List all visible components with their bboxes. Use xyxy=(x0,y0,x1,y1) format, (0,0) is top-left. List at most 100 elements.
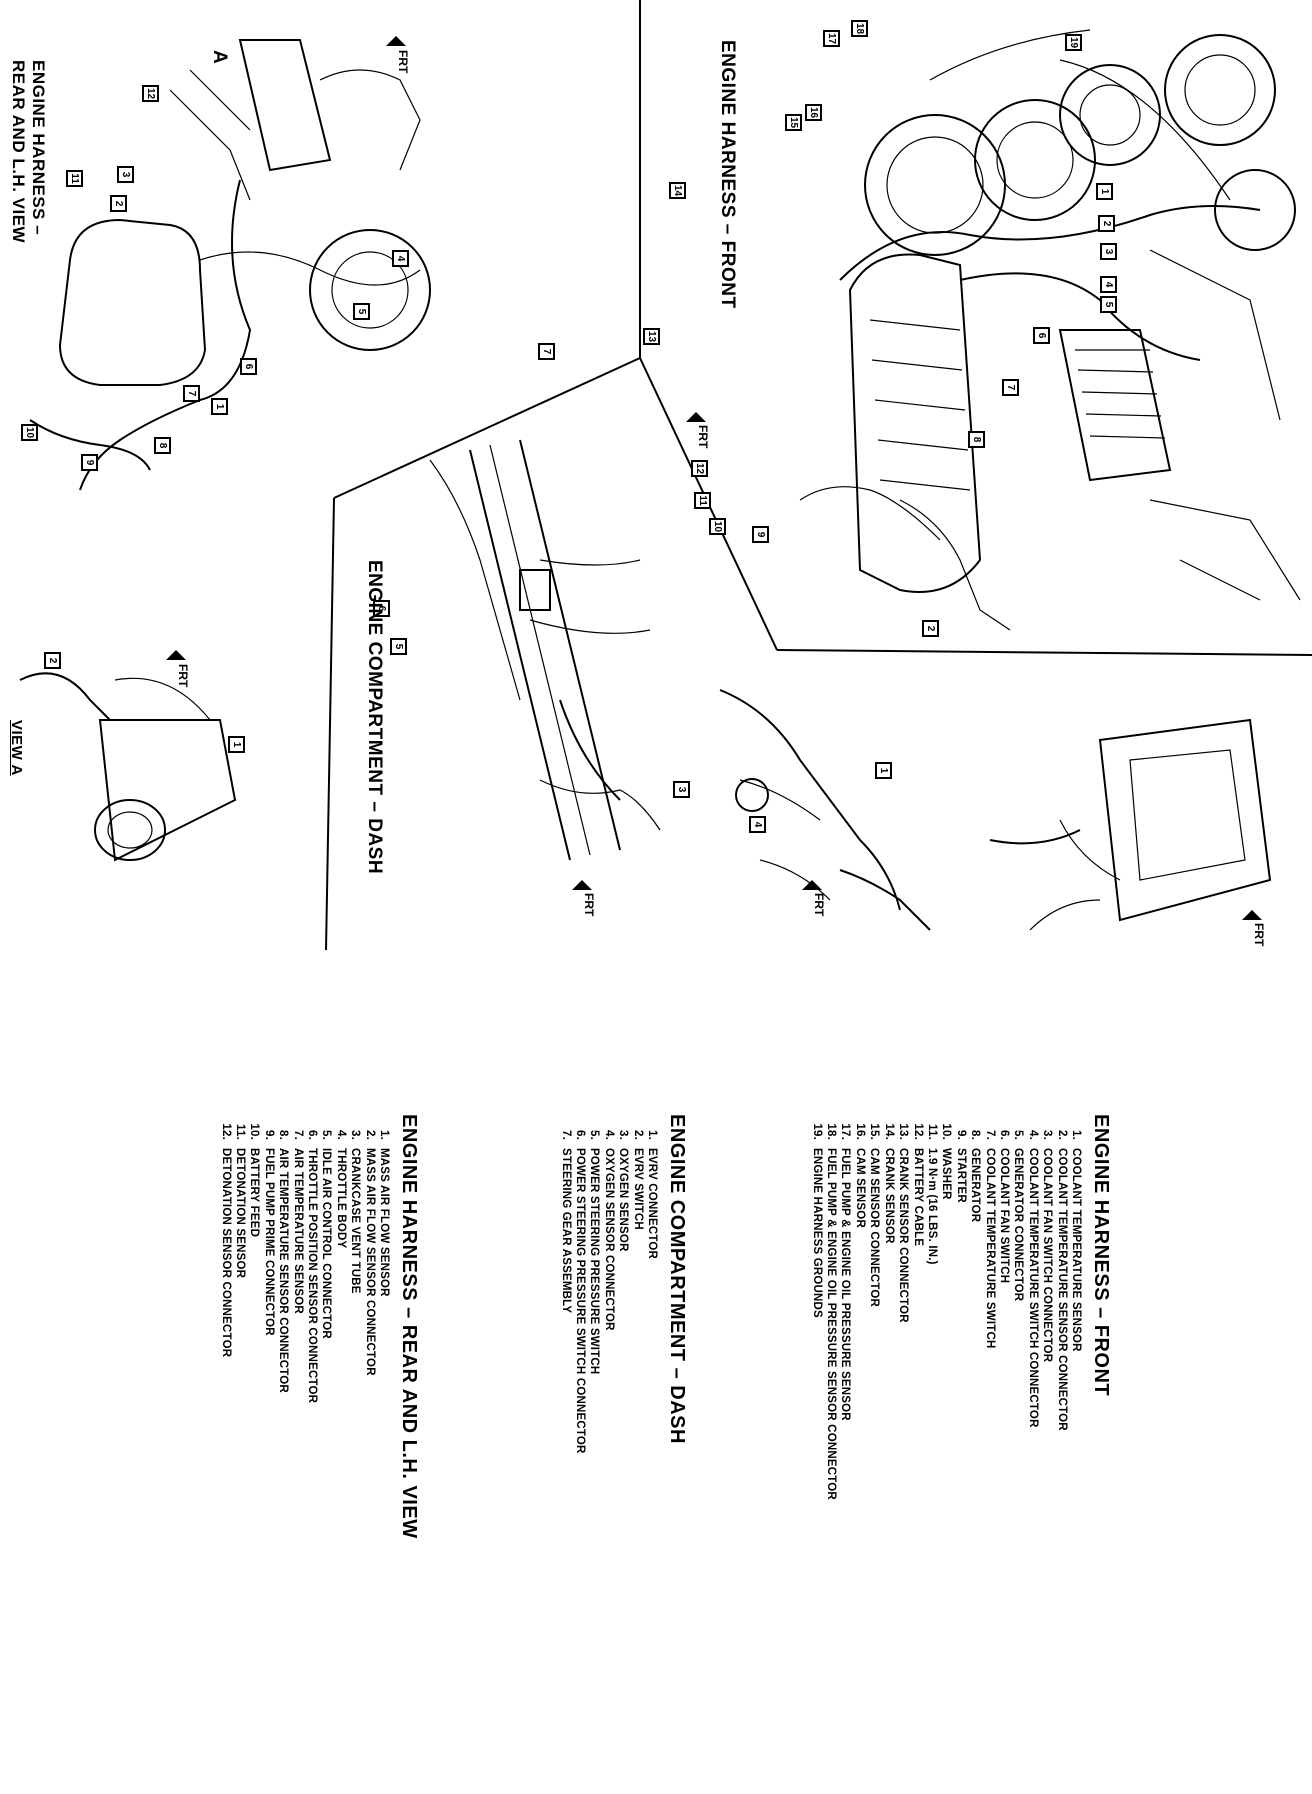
rear-engine-drawing xyxy=(29,39,431,491)
legend-item-text: FUEL PUMP & ENGINE OIL PRESSURE SENSOR xyxy=(839,1148,852,1421)
legend-item-text: COOLANT TEMPERATURE SENSOR xyxy=(1070,1148,1082,1352)
legend-item: 5. GENERATOR CONNECTOR xyxy=(1011,1114,1025,1500)
panel-divider xyxy=(333,357,641,499)
legend-item-number: 8. xyxy=(277,1130,290,1140)
callout-box-front: 3 xyxy=(1100,243,1117,260)
legend-item-text: FUEL PUMP PRIME CONNECTOR xyxy=(262,1148,275,1336)
legend-item-text: BATTERY FEED xyxy=(248,1148,261,1238)
legend-item-text: AIR TEMPERATURE SENSOR CONNECTOR xyxy=(277,1148,290,1393)
legend-item: 4.COOLANT TEMPERATURE SWITCH CONNECTOR xyxy=(1025,1114,1039,1500)
legend-item: 8.GENERATOR xyxy=(968,1114,982,1500)
legend-item: 2.MASS AIR FLOW SENSOR CONNECTOR xyxy=(362,1114,376,1539)
callout-box-front: 9 xyxy=(752,526,769,543)
legend-item-text: CAM SENSOR xyxy=(853,1148,866,1228)
legend-item-text: GENERATOR CONNECTOR xyxy=(1012,1148,1025,1302)
callout-box-view_a: 1 xyxy=(228,736,245,753)
legend-item: 19. ENGINE HARNESS GROUNDS xyxy=(809,1114,823,1500)
dash-drawing xyxy=(429,439,661,861)
legend-item: 6.THROTTLE POSITION SENSOR CONNECTOR xyxy=(305,1114,319,1539)
callout-box-front: 17 xyxy=(823,30,840,47)
legend-item: 17. FUEL PUMP & ENGINE OIL PRESSURE SENSO… xyxy=(838,1114,852,1500)
legend-item-text: WASHER xyxy=(940,1148,953,1200)
rear-diagram-title: ENGINE HARNESS – REAR AND L.H. VIEW xyxy=(8,60,48,243)
callout-box-front: 16 xyxy=(805,104,822,121)
view-a-marker: A xyxy=(209,50,230,65)
legend-item-number: 16. xyxy=(853,1123,866,1140)
front-diagram-title: ENGINE HARNESS – FRONT xyxy=(717,40,738,309)
frt-label: FRT xyxy=(1252,923,1266,947)
legend-item: 3.COOLANT FAN SWITCH CONNECTOR xyxy=(1040,1114,1054,1500)
callout-box-front: 18 xyxy=(851,20,868,37)
legend-rear: ENGINE HARNESS – REAR AND L.H. VIEW 1.MA… xyxy=(218,1114,420,1539)
legend-item-text: 1.9 N·m (16 LBS. IN.) xyxy=(925,1148,938,1265)
legend-item-text: CRANK SENSOR CONNECTOR xyxy=(897,1148,910,1323)
legend-item-text: STARTER xyxy=(954,1148,967,1203)
callout-box-detail_top: 2 xyxy=(922,620,939,637)
callout-box-front: 2 xyxy=(1098,215,1115,232)
legend-item-number: 17. xyxy=(839,1123,852,1140)
legend-item: 8. AIR TEMPERATURE SENSOR CONNECTOR xyxy=(276,1114,290,1539)
legend-item-text: BATTERY CABLE xyxy=(911,1148,924,1247)
legend-item: 1.EVRV CONNECTOR xyxy=(645,1114,659,1454)
legend-item-number: 3. xyxy=(349,1130,362,1140)
legend-title: ENGINE COMPARTMENT – DASH xyxy=(666,1114,688,1444)
legend-item-number: 19. xyxy=(810,1123,823,1140)
callout-box-front: 10 xyxy=(709,518,726,535)
legend-item-text: FUEL PUMP & ENGINE OIL PRESSURE SENSOR C… xyxy=(825,1148,838,1500)
frt-label: FRT xyxy=(696,425,710,449)
callout-box-rear: 6 xyxy=(240,358,257,375)
legend-item: 18.FUEL PUMP & ENGINE OIL PRESSURE SENSO… xyxy=(824,1114,838,1500)
legend-item: 3. CRANKCASE VENT TUBE xyxy=(348,1114,362,1539)
legend-item-text: THROTTLE POSITION SENSOR CONNECTOR xyxy=(305,1148,318,1404)
legend-item-text: COOLANT TEMPERATURE SWITCH xyxy=(983,1148,996,1349)
legend-front: ENGINE HARNESS – FRONT 1.COOLANT TEMPERA… xyxy=(809,1114,1112,1500)
callout-box-dash: 5 xyxy=(390,638,407,655)
legend-item-number: 10. xyxy=(248,1123,261,1140)
legend-item: 11.DETONATION SENSOR xyxy=(233,1114,247,1539)
legend-item-text: AIR TEMPERATURE SENSOR xyxy=(291,1148,304,1314)
legend-item-number: 5. xyxy=(1012,1130,1025,1140)
legend-item: 3.OXYGEN SENSOR xyxy=(616,1114,630,1454)
legend-item: 4.THROTTLE BODY xyxy=(333,1114,347,1539)
callout-box-rear: 11 xyxy=(66,170,83,187)
callout-box-front: 7 xyxy=(1002,379,1019,396)
legend-item-number: 14. xyxy=(882,1123,895,1140)
legend-item-text: EVRV CONNECTOR xyxy=(646,1148,658,1260)
legend-item: 5.IDLE AIR CONTROL CONNECTOR xyxy=(319,1114,333,1539)
legend-item-text: CRANKCASE VENT TUBE xyxy=(349,1148,362,1294)
legend-item-number: 12. xyxy=(219,1123,232,1140)
legend-item-number: 2. xyxy=(363,1130,376,1140)
legend-item-text: POWER STEERING PRESSURE SWITCH xyxy=(588,1148,601,1375)
frt-label: FRT xyxy=(176,664,190,688)
legend-item-number: 4. xyxy=(1026,1130,1039,1140)
callout-box-view_a: 2 xyxy=(44,652,61,669)
legend-item: 6.COOLANT FAN SWITCH xyxy=(997,1114,1011,1500)
legend-item: 10.WASHER xyxy=(939,1114,953,1500)
legend-item-text: DETONATION SENSOR xyxy=(233,1148,246,1279)
legend-item: 4.OXYGEN SENSOR CONNECTOR xyxy=(601,1114,615,1454)
legend-item: 1.MASS AIR FLOW SENSOR xyxy=(377,1114,391,1539)
legend-item-number: 3. xyxy=(1041,1130,1054,1140)
legend-item-number: 7. xyxy=(983,1130,996,1140)
callout-box-front: 13 xyxy=(643,328,660,345)
callout-box-front: 8 xyxy=(968,431,985,448)
callout-box-detail_bottom: 4 xyxy=(749,816,766,833)
callout-box-detail_bottom: 3 xyxy=(673,781,690,798)
detail-oxygen-drawing xyxy=(719,689,931,931)
legend-item-text: POWER STEERING PRESSURE SWITCH CONNECTOR xyxy=(573,1148,586,1454)
legend-item-number: 7. xyxy=(291,1130,304,1140)
legend-item-number: 1. xyxy=(1070,1130,1082,1140)
legend-item-number: 7. xyxy=(559,1130,572,1140)
legend-item-number: 4. xyxy=(334,1130,347,1140)
legend-item-number: 2. xyxy=(1055,1130,1068,1140)
callout-box-rear: 8 xyxy=(154,437,171,454)
legend-dash: ENGINE COMPARTMENT – DASH 1.EVRV CONNECT… xyxy=(558,1114,688,1454)
callout-box-rear: 7 xyxy=(183,385,200,402)
legend-item-text: ENGINE HARNESS GROUNDS xyxy=(810,1148,823,1318)
legend-item-number: 8. xyxy=(969,1130,982,1140)
legend-item-text: EVRV SWITCH xyxy=(631,1148,644,1230)
legend-item-text: STEERING GEAR ASSEMBLY xyxy=(559,1148,572,1314)
callout-box-rear: 2 xyxy=(110,195,127,212)
